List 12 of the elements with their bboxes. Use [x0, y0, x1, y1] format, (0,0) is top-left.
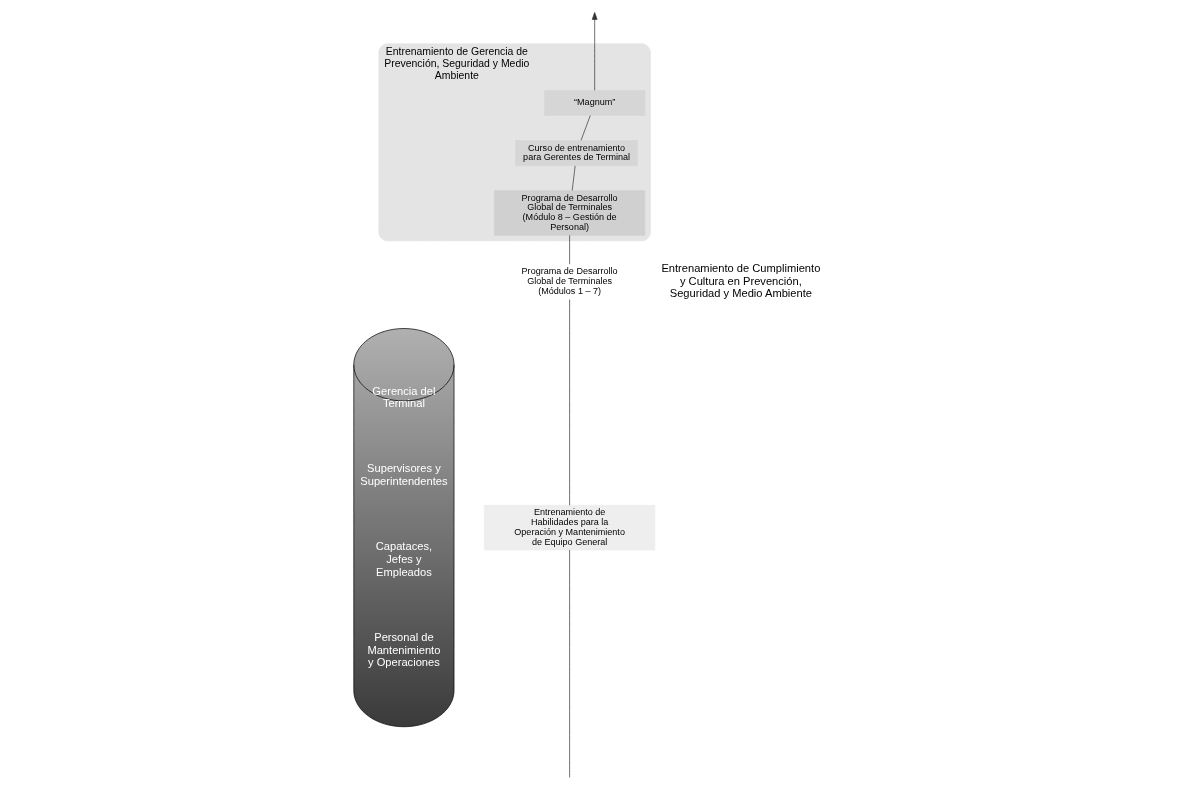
node-box: Programa de Desarrollo Global de Terminales (Módulo 8 – Gestión de Personal): [494, 190, 646, 236]
arrow: [591, 12, 598, 91]
node-box: “Magnum”: [544, 90, 646, 116]
connector: [569, 549, 570, 778]
connector: [580, 115, 591, 141]
connector: [571, 165, 576, 191]
connector: [569, 234, 570, 265]
node-box: Entrenamiento de Habilidades para la Operación y Mantenimiento de Equipo General: [483, 505, 656, 551]
node-box: Curso de entrenamiento para Gerentes de Terminal: [515, 140, 638, 166]
label: Entrenamiento de Cumplimiento y Cultura en Prevención, Seguridad y Medio Ambiente: [661, 261, 821, 300]
connector: [569, 299, 570, 506]
node-text: Programa de Desarrollo Global de Terminales (Módulos 1 – 7): [521, 266, 618, 296]
